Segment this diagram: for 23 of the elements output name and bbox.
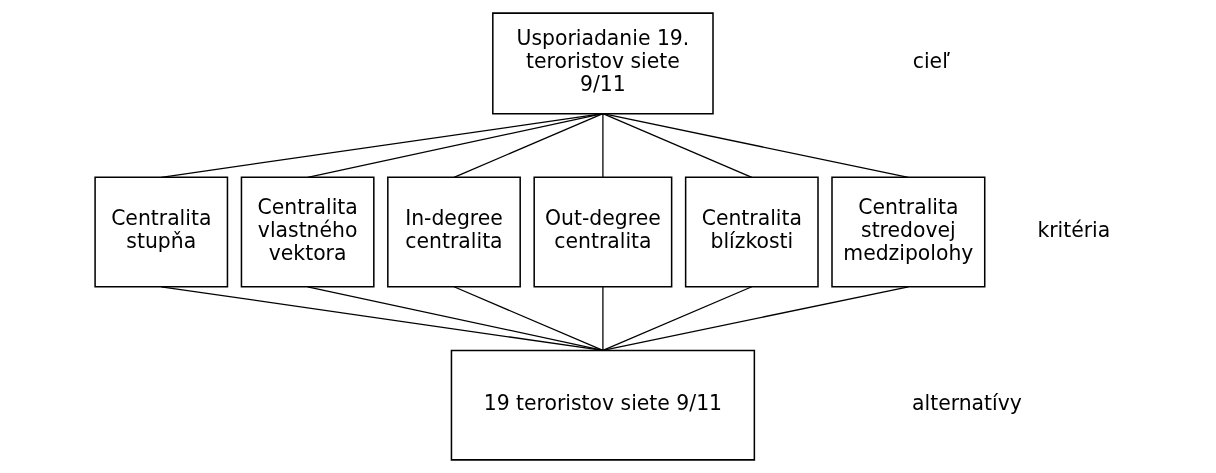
connector <box>453 286 604 352</box>
node-box: Usporiadanie 19. teroristov siete 9/11 <box>492 12 714 115</box>
connector <box>307 113 604 178</box>
connector <box>602 113 604 178</box>
connector <box>160 113 604 178</box>
node-box: Centralita blízkosti <box>684 176 819 288</box>
node-box: Centralita stupňa <box>94 176 229 288</box>
node-box: Centralita stredovej medzipolohy <box>831 176 986 288</box>
node-box: Centralita vlastného vektora <box>240 176 375 288</box>
connector <box>602 113 909 178</box>
label: cieľ <box>912 49 950 74</box>
connector <box>307 286 604 352</box>
connector <box>602 286 604 352</box>
connector <box>602 286 909 352</box>
node-box: Out-degree centralita <box>533 176 673 288</box>
connector <box>160 286 604 352</box>
node-box: 19 teroristov siete 9/11 <box>450 349 756 461</box>
connector <box>602 113 753 178</box>
connector <box>602 286 753 352</box>
label: alternatívy <box>912 390 1022 415</box>
label: kritéria <box>1037 217 1111 242</box>
node-box: In-degree centralita <box>387 176 521 288</box>
connector <box>453 113 604 178</box>
